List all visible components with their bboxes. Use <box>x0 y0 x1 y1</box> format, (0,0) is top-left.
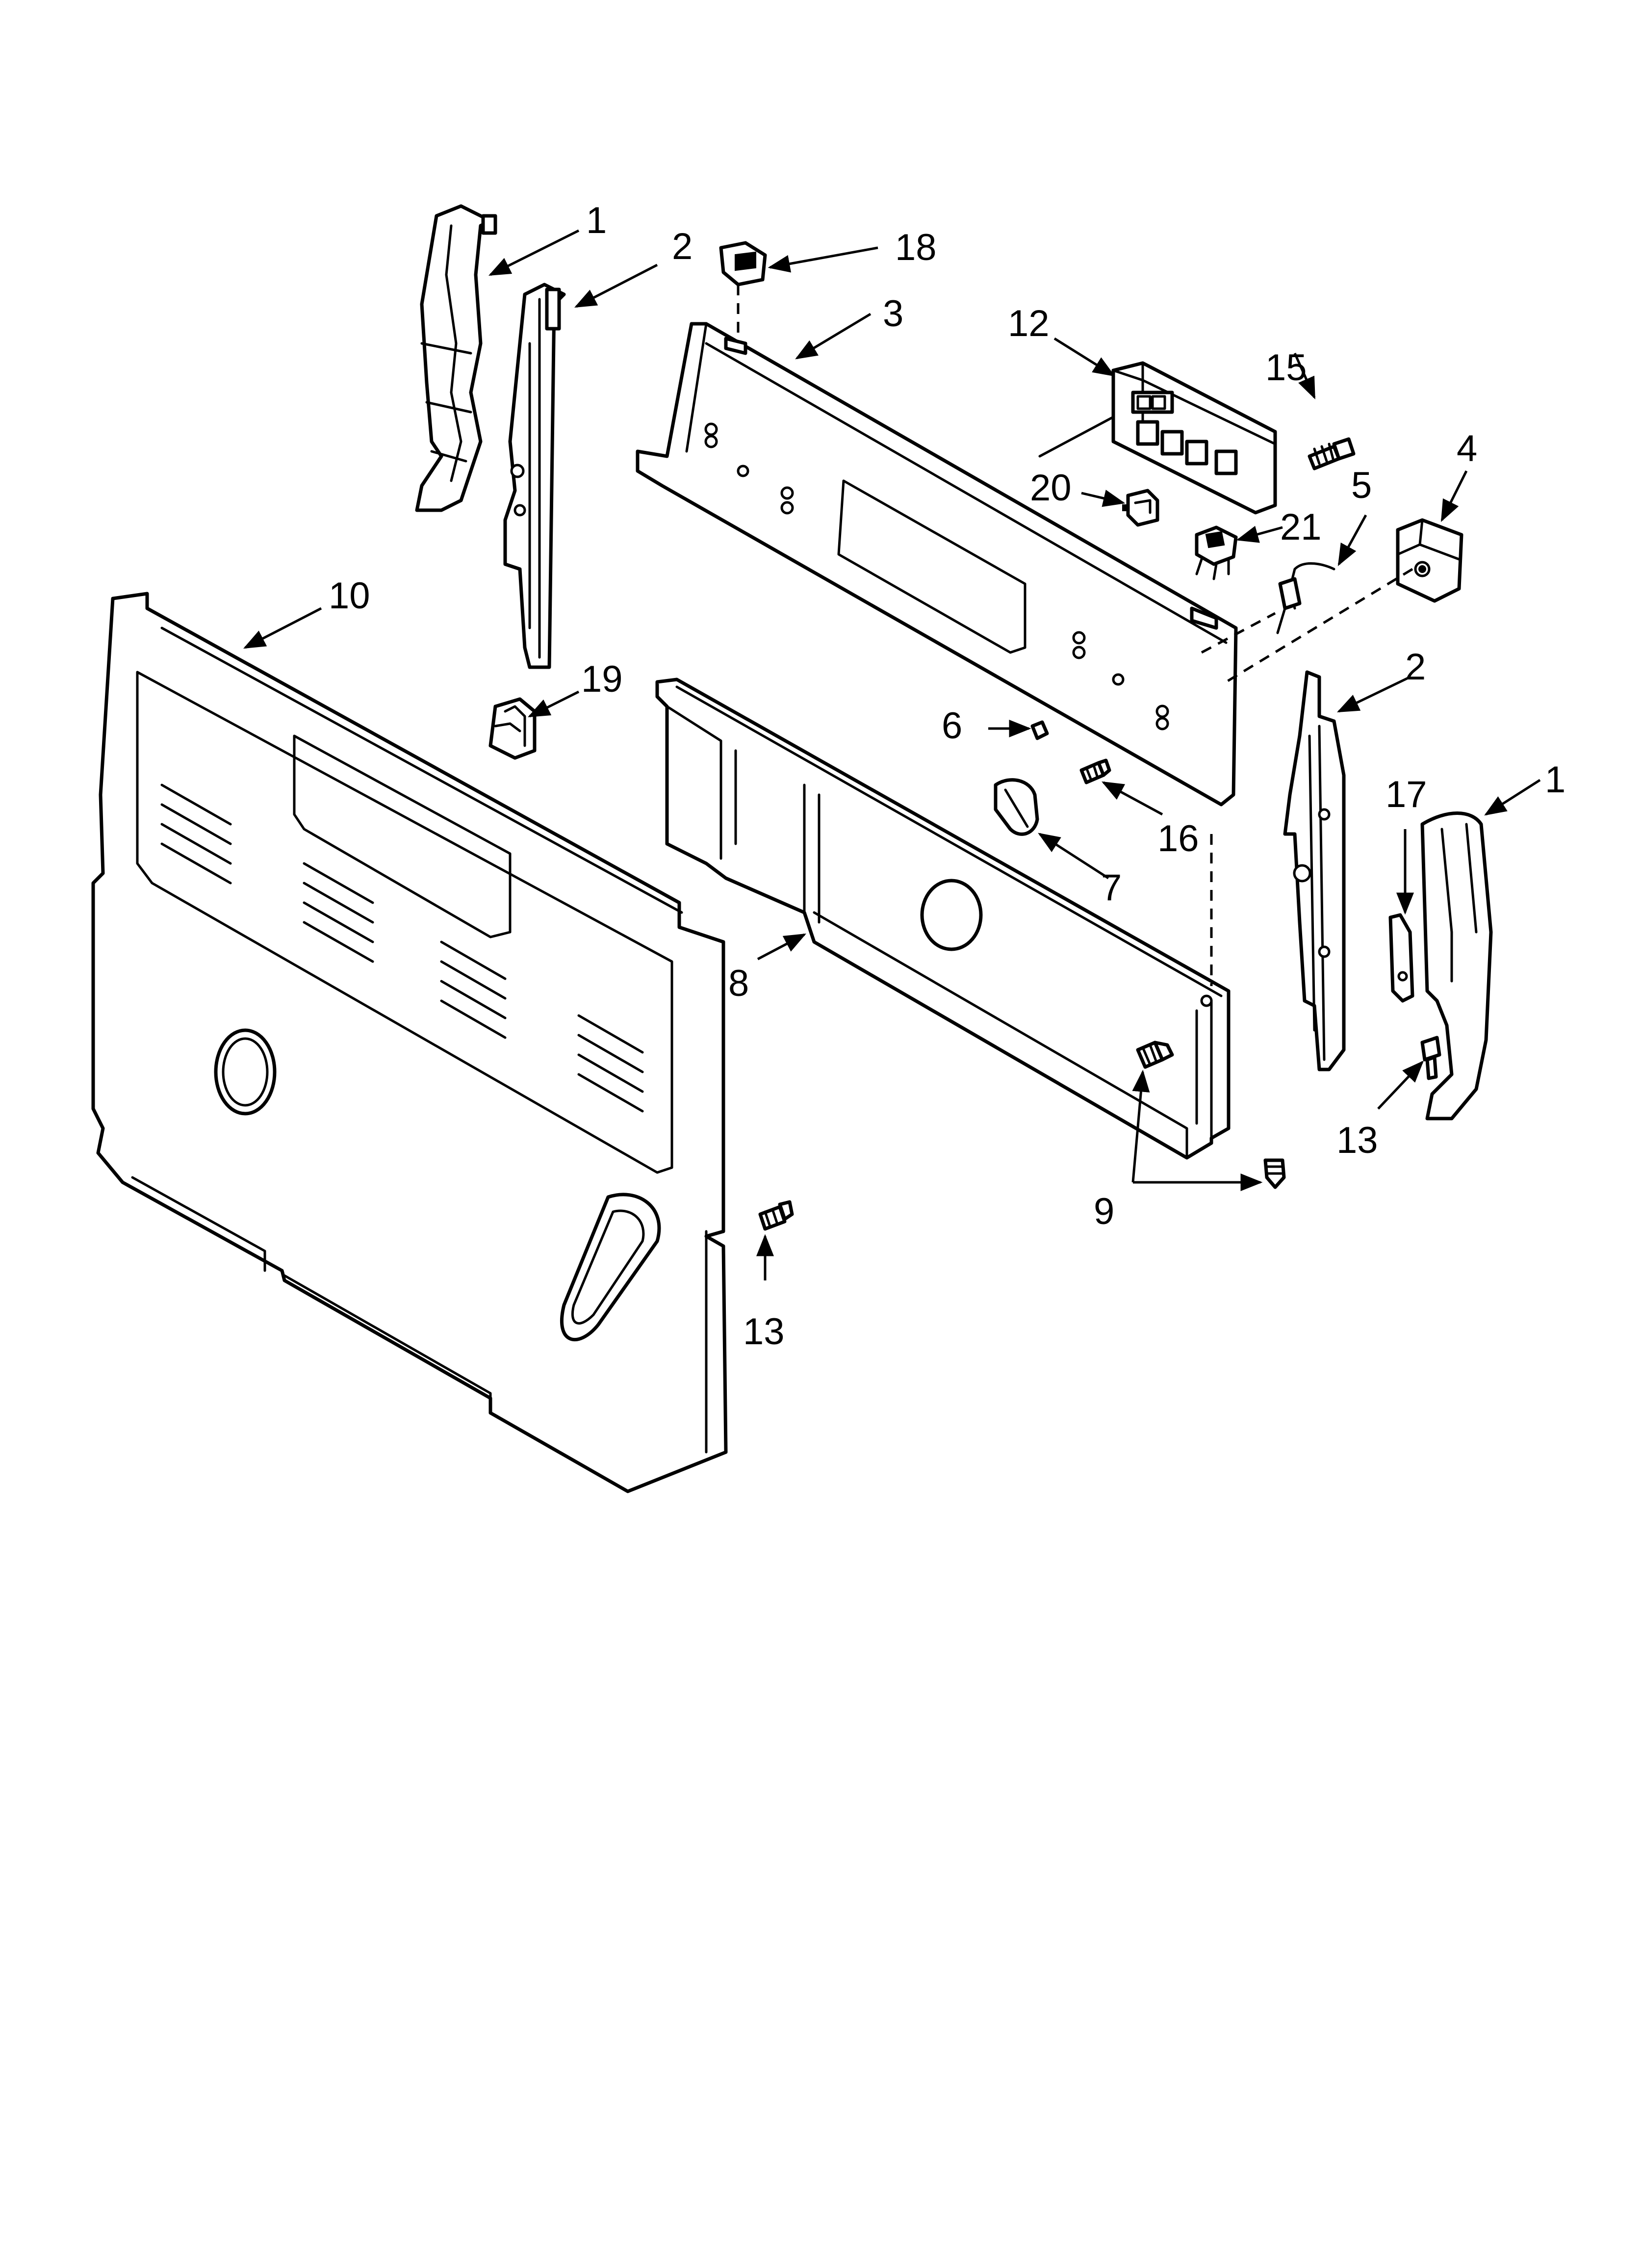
part-2-right-bracket <box>1283 670 1346 1071</box>
part-5-wire <box>1276 562 1335 634</box>
part-1-left-end-cap <box>415 204 497 512</box>
callout-2-left: 2 <box>672 226 693 267</box>
callout-18: 18 <box>895 227 937 268</box>
part-3-control-panel <box>636 322 1238 807</box>
callout-8: 8 <box>728 963 749 1004</box>
part-20-clip <box>1122 489 1159 527</box>
part-4-switch <box>1225 518 1463 683</box>
callout-13-right: 13 <box>1336 1120 1378 1161</box>
part-6-screw <box>1030 720 1049 740</box>
part-2-left-bracket <box>503 283 566 669</box>
part-7-knob <box>994 778 1039 836</box>
callout-1-right: 1 <box>1545 759 1565 801</box>
leader-lines <box>243 229 1541 1280</box>
callout-15: 15 <box>1265 347 1307 389</box>
part-15-screw <box>1308 437 1356 470</box>
callout-16: 16 <box>1157 818 1199 860</box>
callout-4: 4 <box>1457 428 1477 469</box>
callout-7: 7 <box>1101 867 1122 909</box>
part-18-switch <box>719 241 767 287</box>
callout-5: 5 <box>1351 465 1372 506</box>
part-9-screws <box>1136 1041 1286 1189</box>
callout-17: 17 <box>1385 774 1427 815</box>
callout-6: 6 <box>942 705 962 747</box>
part-10-rear-panel <box>91 592 728 1493</box>
part-16-screw <box>1079 758 1111 784</box>
callout-2-right: 2 <box>1405 646 1426 688</box>
callout-12: 12 <box>1008 303 1050 344</box>
callout-19: 19 <box>581 658 623 700</box>
part-8-manifold-panel <box>655 678 1231 1160</box>
callout-9: 9 <box>1094 1191 1114 1232</box>
part-21-switch <box>1195 525 1238 580</box>
part-13-screw-right <box>1420 1036 1441 1080</box>
callout-13-left: 13 <box>743 1311 785 1353</box>
part-17-clip <box>1388 913 1414 1003</box>
part-1-right-end-cap <box>1420 811 1493 1121</box>
callout-20: 20 <box>1030 467 1072 509</box>
callout-labels: 1 2 18 3 12 15 4 20 5 21 10 19 2 6 1 17 … <box>329 200 1565 1353</box>
part-12-electronic-control <box>1038 361 1277 515</box>
part-19-clip <box>488 697 537 760</box>
callout-1-left: 1 <box>586 200 607 241</box>
assembly-line-5 <box>1201 612 1276 654</box>
callout-3: 3 <box>883 293 903 335</box>
callout-10: 10 <box>329 575 370 617</box>
callout-21: 21 <box>1280 506 1322 548</box>
part-13-screw-left <box>758 1200 794 1231</box>
